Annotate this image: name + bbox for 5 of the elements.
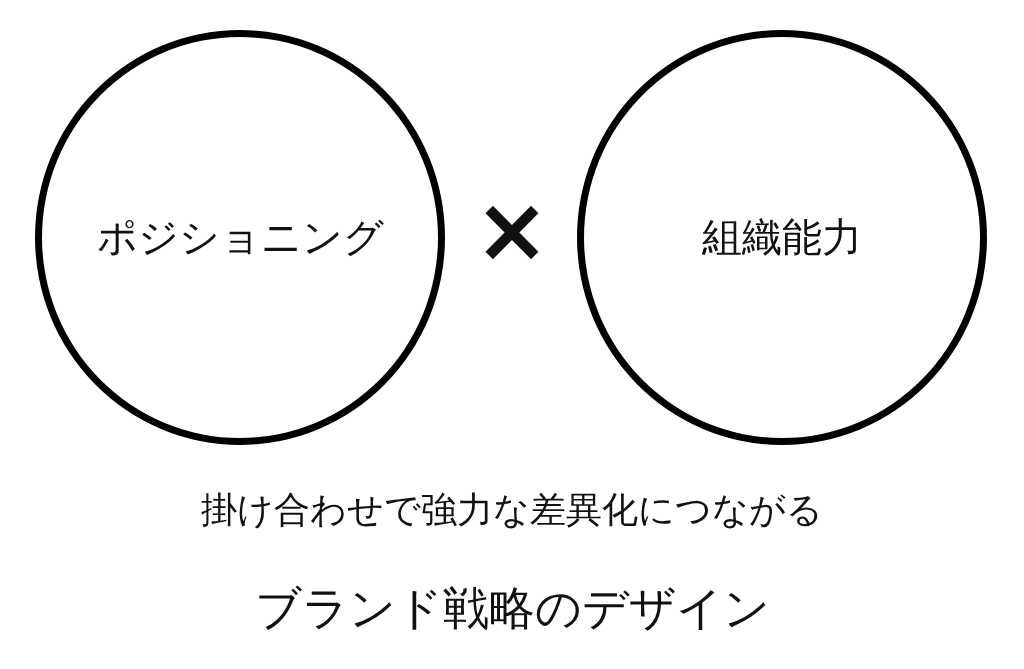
subtitle-text: 掛け合わせで強力な差異化につながる (201, 492, 823, 528)
node-label: 組織能力 (702, 213, 862, 262)
multiplication-sign: × (474, 185, 550, 275)
caption: ブランド戦略のデザイン (254, 585, 770, 631)
node-label: ポジショニング (96, 213, 384, 262)
